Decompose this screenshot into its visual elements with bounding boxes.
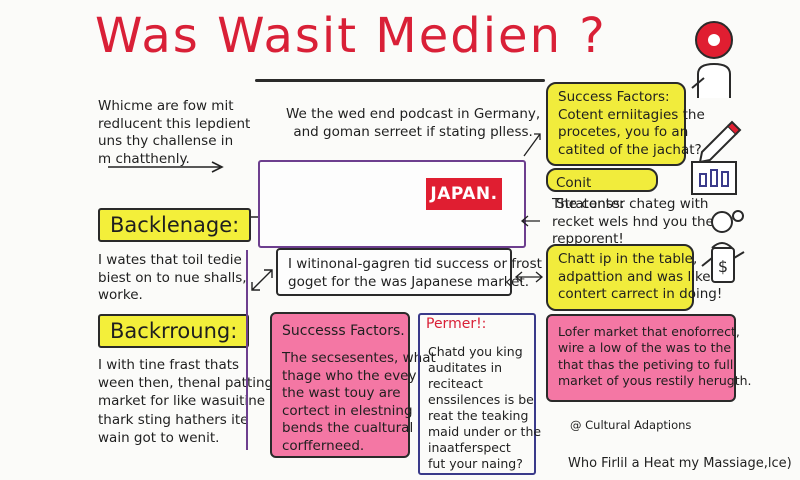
permer-line: enssilences is be bbox=[428, 392, 534, 407]
permer-line: inaatferspect bbox=[428, 440, 511, 455]
center-line: goget for the was Japanese market. bbox=[288, 273, 530, 290]
lofer-line: market of yous restily herugth. bbox=[558, 372, 752, 388]
backrroung-line: thark sting hathers ite bbox=[98, 411, 249, 428]
bar-chart-icon bbox=[691, 161, 737, 195]
backrroung-text: I with tine frast thats ween then, thena… bbox=[98, 356, 273, 447]
successs-line: The secsesentes, what bbox=[282, 350, 436, 367]
permer-line: maid under or the bbox=[428, 424, 542, 439]
permer-line: fut your naing? bbox=[428, 456, 523, 471]
footer-text: Who Firlil a Heat my Massiage,lce) bbox=[568, 456, 792, 471]
lofer-line: Lofer market that enoforrect, bbox=[558, 324, 740, 339]
successs-line: bends the cualtural bbox=[282, 420, 414, 437]
successs-line: thage who the evey bbox=[282, 367, 417, 384]
backlenage-line: I wates that toil tedie bbox=[98, 252, 242, 268]
permer-line: reat the teaking bbox=[428, 408, 529, 423]
backlenage-line: worke. bbox=[98, 287, 143, 304]
top-center-line: We the wed end podcast in Germany, bbox=[286, 106, 541, 122]
conit-heading: Conit Stratenss: bbox=[556, 175, 625, 212]
vertical-divider bbox=[246, 250, 248, 450]
pencil-icon bbox=[698, 120, 742, 164]
permer-text: Chatd you king auditates in reciteact en… bbox=[428, 344, 541, 472]
successs-line: the wast touy are bbox=[282, 385, 401, 402]
backlenage-text: I wates that toil tedie biest on to nue … bbox=[98, 252, 247, 305]
intro-text: Whicme are fow mit redlucent this lepdie… bbox=[98, 98, 250, 168]
successs-factors-pink-box: Successs Factors. The secsesentes, what … bbox=[270, 312, 436, 458]
top-center-text: We the wed end podcast in Germany, and g… bbox=[286, 106, 540, 141]
intro-line: m chatthenly. bbox=[98, 150, 190, 167]
person-with-red-dot-icon bbox=[691, 21, 733, 98]
lofer-box: Lofer market that enoforrect, wire a low… bbox=[546, 314, 752, 402]
chatt-box: Chatt ip in the table, adpattion and was… bbox=[546, 244, 723, 311]
success-factors-box: Success Factors: Cotent erniitagies the … bbox=[546, 82, 705, 167]
successs-line: cortect in elestning bbox=[282, 402, 413, 419]
arrow-left-icon bbox=[520, 215, 540, 227]
arrow-double-icon bbox=[514, 271, 544, 283]
success-factors-line: Cotent erniitagies the bbox=[558, 106, 705, 123]
chatt-line: Chatt ip in the table, bbox=[558, 251, 698, 267]
japan-badge: JAPAN. bbox=[426, 178, 502, 210]
intro-line: Whicme are fow mit bbox=[98, 98, 234, 114]
chatt-line: contert carrect in doing! bbox=[558, 286, 723, 303]
successs-heading: Successs Factors. bbox=[282, 323, 405, 339]
permer-line: Chatd you king bbox=[428, 344, 523, 359]
conit-heading-box: Conit Stratenss: bbox=[546, 168, 658, 212]
backrroung-heading: Backrroung: bbox=[98, 314, 250, 348]
arrow-right-icon bbox=[108, 161, 224, 173]
center-box: I witinonal-gagren tid success or frost … bbox=[276, 248, 542, 296]
backrroung-line: ween then, thenal patting bbox=[98, 375, 274, 392]
successs-line: corfferneed. bbox=[282, 437, 365, 454]
backrroung-line: market for like wasuitine bbox=[98, 393, 266, 410]
permer-line: auditates in bbox=[428, 360, 503, 375]
success-factors-line: catited of the jachat? bbox=[558, 141, 702, 158]
backlenage-line: biest on to nue shalls, bbox=[98, 269, 247, 286]
success-factors-line: procetes, you fo an bbox=[558, 124, 689, 141]
backrroung-line: wain got to wenit. bbox=[98, 429, 220, 446]
success-factors-heading: Success Factors: bbox=[558, 89, 670, 105]
arrow-diagonal-icon bbox=[523, 133, 541, 157]
intro-line: uns thy challense in bbox=[98, 133, 234, 150]
center-line: I witinonal-gagren tid success or frost bbox=[288, 256, 542, 272]
title-underline bbox=[255, 79, 545, 82]
conit-text: The conter chateg with recket wels hnd y… bbox=[552, 196, 714, 249]
chatt-line: adpattion and was like bbox=[558, 268, 711, 285]
cultural-adaptions-label: @ Cultural Adaptions bbox=[570, 418, 692, 432]
top-center-line: and goman serreet if stating plless. bbox=[293, 123, 533, 140]
intro-line: redlucent this lepdient bbox=[98, 115, 251, 132]
lofer-line: wire a low of the was to the bbox=[558, 340, 732, 356]
lofer-line: that thas the petiving to full bbox=[558, 356, 734, 372]
arrow-diagonal-icon bbox=[251, 269, 273, 291]
permer-heading: Permer!: bbox=[426, 316, 487, 332]
conit-line: The conter chateg with bbox=[552, 196, 709, 212]
dollar-person-icon: $ bbox=[701, 210, 745, 283]
permer-box bbox=[418, 313, 536, 475]
backrroung-line: I with tine frast thats bbox=[98, 357, 240, 373]
svg-text:$: $ bbox=[718, 257, 728, 276]
permer-line: reciteact bbox=[428, 376, 483, 391]
backlenage-heading: Backlenage: bbox=[98, 208, 252, 242]
page-title: Was Wasit Medien ? bbox=[95, 8, 607, 64]
conit-line: recket wels hnd you the bbox=[552, 213, 714, 230]
conit-line: repporent! bbox=[552, 231, 624, 248]
